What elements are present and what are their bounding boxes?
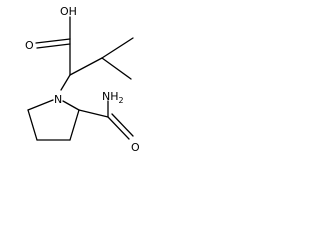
chemical-structure-diagram: OH O N NH2 O <box>25 5 140 154</box>
bond-amide-c-double-o-b <box>111 113 134 137</box>
carbonyl-oxygen-label: O <box>25 39 34 52</box>
bond-ring-c2-to-n <box>62 100 80 111</box>
bond-isopropyl-to-methyl-upper <box>101 37 134 59</box>
amide-h-subscript: 2 <box>119 96 124 105</box>
bond-amide-c-double-o-a <box>107 116 130 140</box>
bond-carboxyl-c-double-o-a <box>35 38 71 44</box>
bond-ring-c2-to-amide-c <box>78 109 109 118</box>
bond-ring-n-to-c5 <box>27 99 54 111</box>
hydroxyl-label: OH <box>60 5 77 18</box>
bond-ring-c3-to-c2 <box>69 109 80 141</box>
amide-oxygen-label: O <box>131 141 140 154</box>
amide-nh-text: NH <box>102 90 119 103</box>
bond-alpha-c-to-ring-n <box>60 74 71 91</box>
amide-nitrogen-label: NH2 <box>102 90 124 105</box>
ring-nitrogen-label: N <box>54 93 62 106</box>
bond-carboxyl-c-double-o-b <box>36 43 71 49</box>
bond-ring-c5-to-c4 <box>27 109 38 141</box>
bond-isopropyl-to-methyl-lower <box>101 57 132 80</box>
bond-alpha-c-to-isopropyl-ch <box>69 57 103 76</box>
